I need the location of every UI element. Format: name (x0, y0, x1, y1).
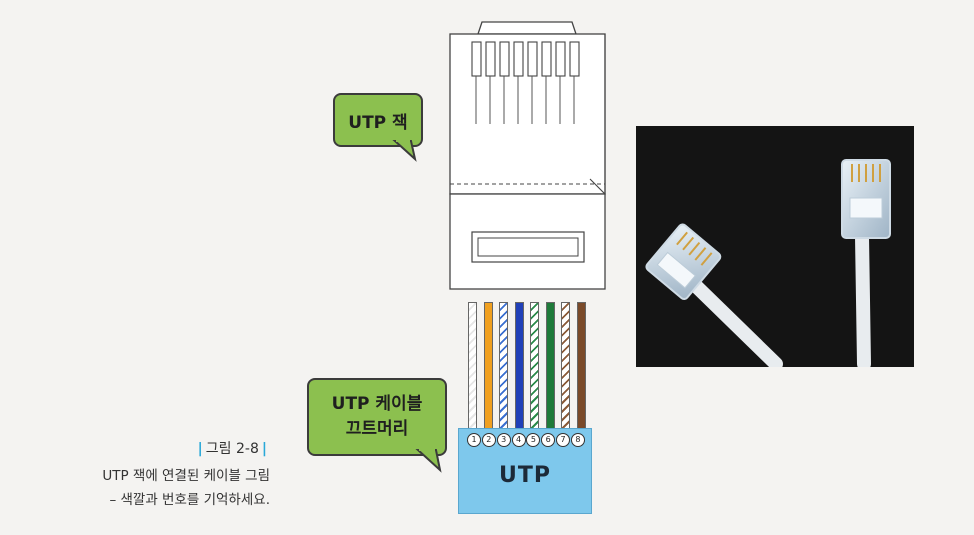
wire-7 (561, 302, 570, 430)
wire-4 (514, 302, 524, 430)
wire-2 (483, 302, 493, 430)
pin-number-8: 8 (570, 433, 585, 447)
caption-bar-left: | (197, 441, 203, 457)
callout-utp-jack-text: UTP 잭 (348, 112, 408, 133)
caption-title-text: 그림 2-8 (205, 441, 259, 457)
caption-line-2: – 색깔과 번호를 기억하세요. (109, 492, 270, 508)
pin-number-7: 7 (556, 433, 571, 447)
callout-cable-end-tail (415, 448, 442, 473)
caption-line-1: UTP 잭에 연결된 케이블 그림 (102, 468, 270, 484)
pin-number-1: 1 (467, 433, 481, 447)
wire-3 (499, 302, 508, 430)
pin-number-5: 5 (526, 433, 541, 447)
figure-caption-title: |그림 2-8| (170, 438, 270, 458)
wire-8 (576, 302, 586, 430)
pin-number-4: 4 (511, 433, 526, 447)
callout-cable-end: UTP 케이블 끄트머리 (307, 378, 447, 456)
pin-number-3: 3 (496, 433, 511, 447)
rj45-connector-photo (636, 126, 914, 371)
wire-5 (530, 302, 539, 430)
pin-number-6: 6 (541, 433, 556, 447)
connector-label: UTP (499, 463, 551, 488)
pin-number-2: 2 (481, 433, 496, 447)
callout-utp-jack-tail (392, 139, 417, 162)
utp-jack-diagram (449, 21, 606, 290)
callout-utp-jack: UTP 잭 (333, 93, 423, 147)
cable-wires (462, 302, 592, 430)
rj45-photo-image (645, 159, 891, 371)
callout-cable-end-line1: UTP 케이블 (331, 394, 423, 415)
wire-6 (545, 302, 555, 430)
wire-1 (468, 302, 477, 430)
callout-cable-end-line2: 끄트머리 (345, 419, 409, 439)
caption-bar-right: | (261, 441, 267, 457)
